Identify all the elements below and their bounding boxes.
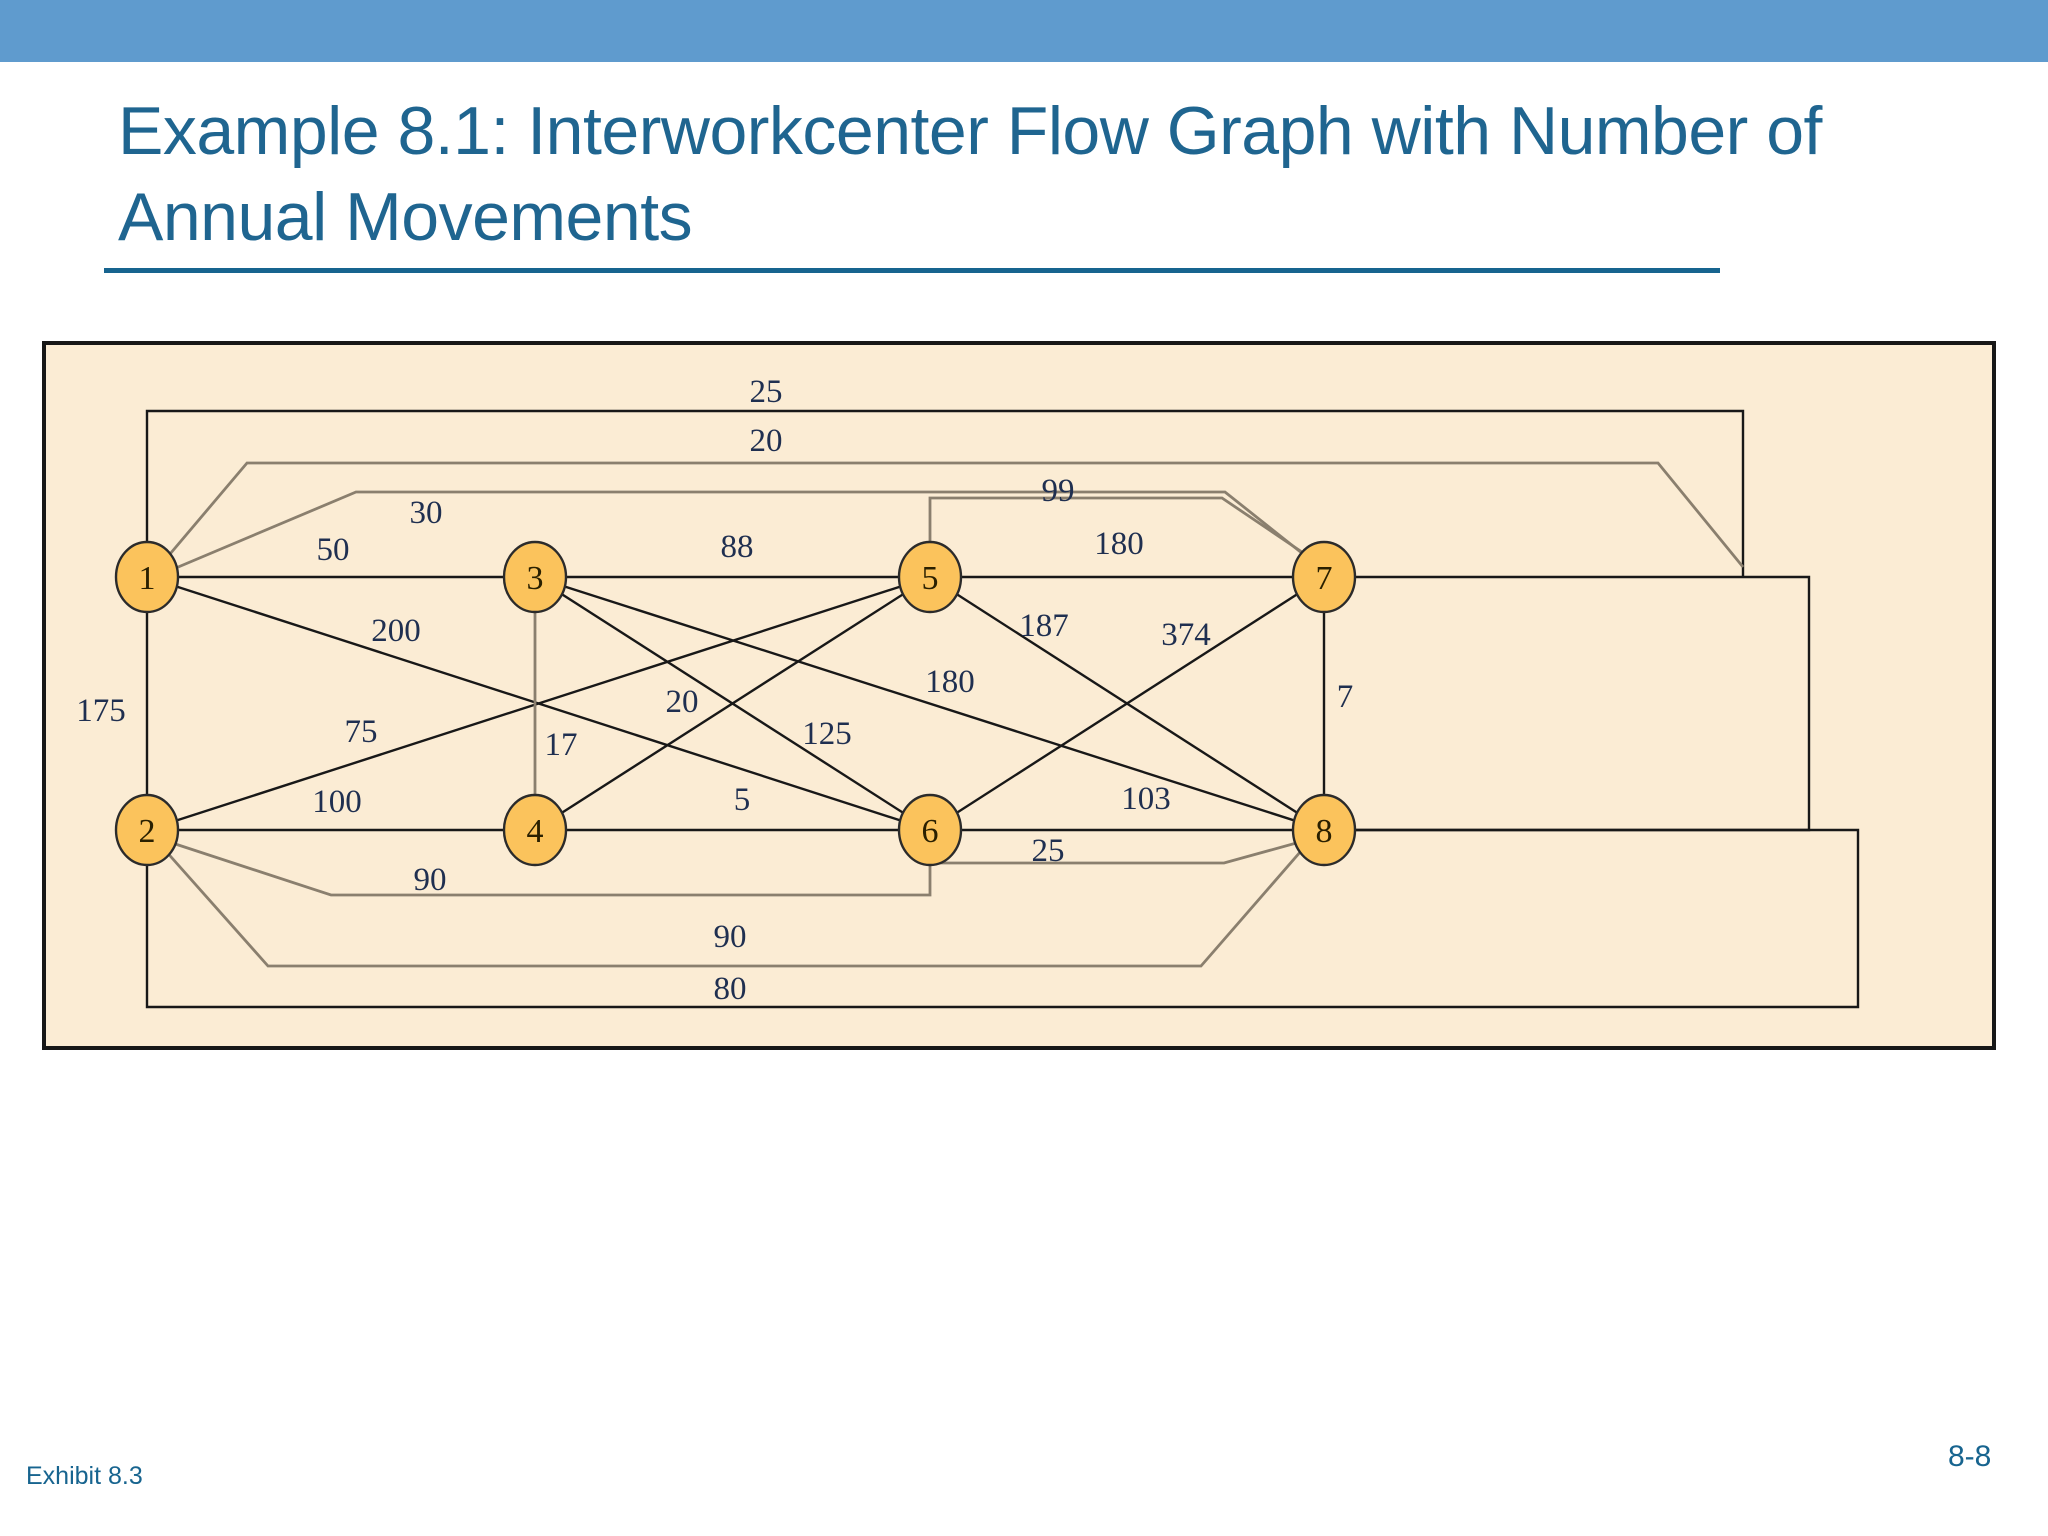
edge-label-5-8-187: 187 <box>1019 608 1069 644</box>
graph-node-6[interactable]: 6 <box>897 793 963 867</box>
edge-label-2-8-90: 90 <box>714 919 747 955</box>
graph-node-5[interactable]: 5 <box>897 540 963 614</box>
edge-label-5-7-99: 99 <box>1042 473 1075 509</box>
edge-label-1-6-200: 200 <box>371 613 421 649</box>
edge-label-6-7-374: 374 <box>1161 617 1211 653</box>
edge-label-5-7-180: 180 <box>1094 526 1144 562</box>
edge-label-2-5-75: 75 <box>345 714 378 750</box>
node-circle-8 <box>1291 793 1357 867</box>
edge-label-2-6-90: 90 <box>414 862 447 898</box>
node-circle-1 <box>114 540 180 614</box>
edge-label-2-4-100: 100 <box>312 784 362 820</box>
node-label-6: 6 <box>922 813 939 850</box>
node-circle-4 <box>502 793 568 867</box>
edge-label-1-7-25: 25 <box>750 374 783 410</box>
edge-label-4-5-125: 125 <box>802 716 852 752</box>
edge-2-5 <box>146 575 931 832</box>
edge-1-8 <box>157 461 1745 568</box>
node-circle-7 <box>1291 540 1357 614</box>
edge-label-1-2-175: 175 <box>76 693 126 729</box>
edge-5-7-alt <box>928 496 1331 573</box>
edge-label-7-8-7: 7 <box>1337 679 1354 715</box>
graph-node-8[interactable]: 8 <box>1291 793 1357 867</box>
edge-label-3-6-20: 20 <box>666 684 699 720</box>
node-circle-6 <box>897 793 963 867</box>
node-label-5: 5 <box>922 560 939 597</box>
title-underline-rule <box>104 268 1720 273</box>
flow-graph-svg: 2520305017520075100909080881720180125518… <box>76 374 1860 1009</box>
graph-node-7[interactable]: 7 <box>1291 540 1357 614</box>
top-banner <box>0 0 2048 62</box>
edge-label-3-4-17: 17 <box>545 727 578 763</box>
graph-node-3[interactable]: 3 <box>502 540 568 614</box>
node-label-1: 1 <box>139 560 156 597</box>
footer-exhibit-label: Exhibit 8.3 <box>26 1462 143 1490</box>
node-label-4: 4 <box>527 813 544 850</box>
edge-1-7 <box>145 409 1745 577</box>
edge-6-8-alt <box>928 835 1319 865</box>
graph-node-2[interactable]: 2 <box>114 793 180 867</box>
edge-2-8-alt <box>145 828 1860 1009</box>
edge-label-1-3-50: 50 <box>317 532 350 568</box>
edge-label-6-8-25: 25 <box>1032 833 1065 869</box>
graph-node-1[interactable]: 1 <box>114 540 180 614</box>
nodes-group: 1 2 3 4 5 6 7 8 <box>114 540 1357 867</box>
node-circle-5 <box>897 540 963 614</box>
edge-label-3-5-88: 88 <box>721 529 754 565</box>
node-label-7: 7 <box>1316 560 1333 597</box>
edge-label-1-8-20: 20 <box>750 423 783 459</box>
edge-label-1-5-30: 30 <box>410 495 443 531</box>
edge-label-3-8-180: 180 <box>925 664 975 700</box>
footer-page-number: 8-8 <box>1948 1440 1992 1473</box>
edge-labels-group: 2520305017520075100909080881720180125518… <box>76 374 1353 1007</box>
edge-6-7 <box>929 575 1325 832</box>
edge-7-8-outer <box>1324 575 1811 832</box>
node-circle-2 <box>114 793 180 867</box>
edge-3-8 <box>534 575 1325 832</box>
page-title: Example 8.1: Interworkcenter Flow Graph … <box>118 93 1822 255</box>
edges-group <box>145 409 1860 1009</box>
node-label-3: 3 <box>527 560 544 597</box>
edge-2-8 <box>154 839 1310 968</box>
edge-label-2-8-80: 80 <box>714 971 747 1007</box>
edge-label-6-8-103: 103 <box>1121 781 1171 817</box>
graph-node-4[interactable]: 4 <box>502 793 568 867</box>
edge-label-4-6-5: 5 <box>734 782 751 818</box>
node-label-8: 8 <box>1316 813 1333 850</box>
node-circle-3 <box>502 540 568 614</box>
edge-4-5 <box>534 575 931 832</box>
title-block: Example 8.1: Interworkcenter Flow Graph … <box>118 88 1938 260</box>
node-label-2: 2 <box>139 813 156 850</box>
